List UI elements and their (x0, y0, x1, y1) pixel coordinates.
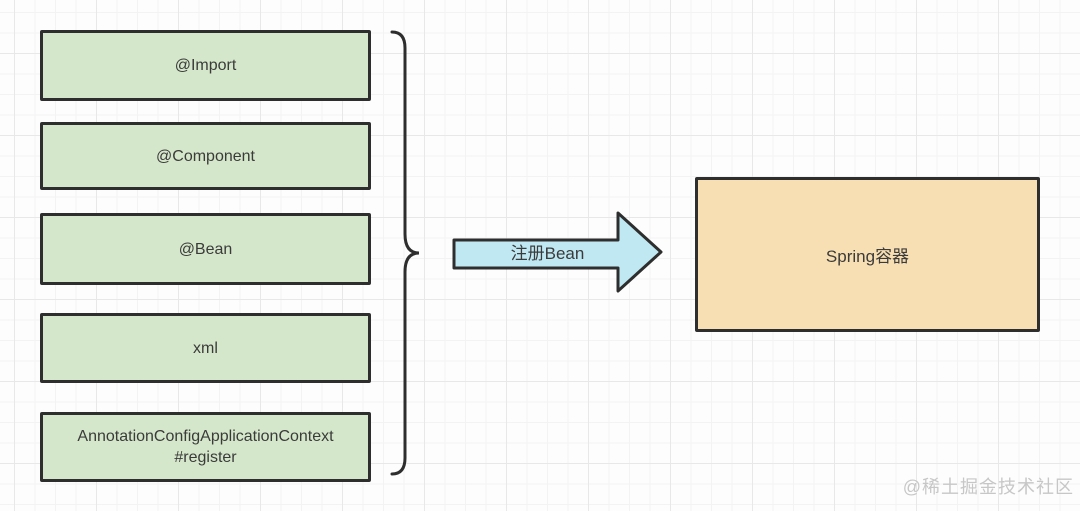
source-box-component: @Component (40, 122, 371, 190)
right-arrow-icon (452, 211, 663, 293)
watermark: @稀土掘金技术社区 (902, 477, 1074, 497)
curly-brace-icon (390, 30, 420, 476)
target-box-spring-container: Spring容器 (695, 177, 1040, 332)
source-box-import: @Import (40, 30, 371, 101)
target-box-label: Spring容器 (825, 247, 910, 266)
source-box-acac-label: AnnotationConfigApplicationContext #regi… (77, 428, 334, 466)
arrow-label: 注册Bean (510, 244, 585, 263)
source-box-annotation-config-application-context: AnnotationConfigApplicationContext #regi… (40, 412, 371, 482)
source-box-component-label: @Component (156, 147, 255, 165)
source-box-bean-label: @Bean (178, 240, 233, 258)
source-box-xml-label: xml (193, 339, 218, 357)
source-box-import-label: @Import (174, 57, 237, 74)
source-box-bean: @Bean (40, 213, 371, 285)
source-box-xml: xml (40, 313, 371, 383)
